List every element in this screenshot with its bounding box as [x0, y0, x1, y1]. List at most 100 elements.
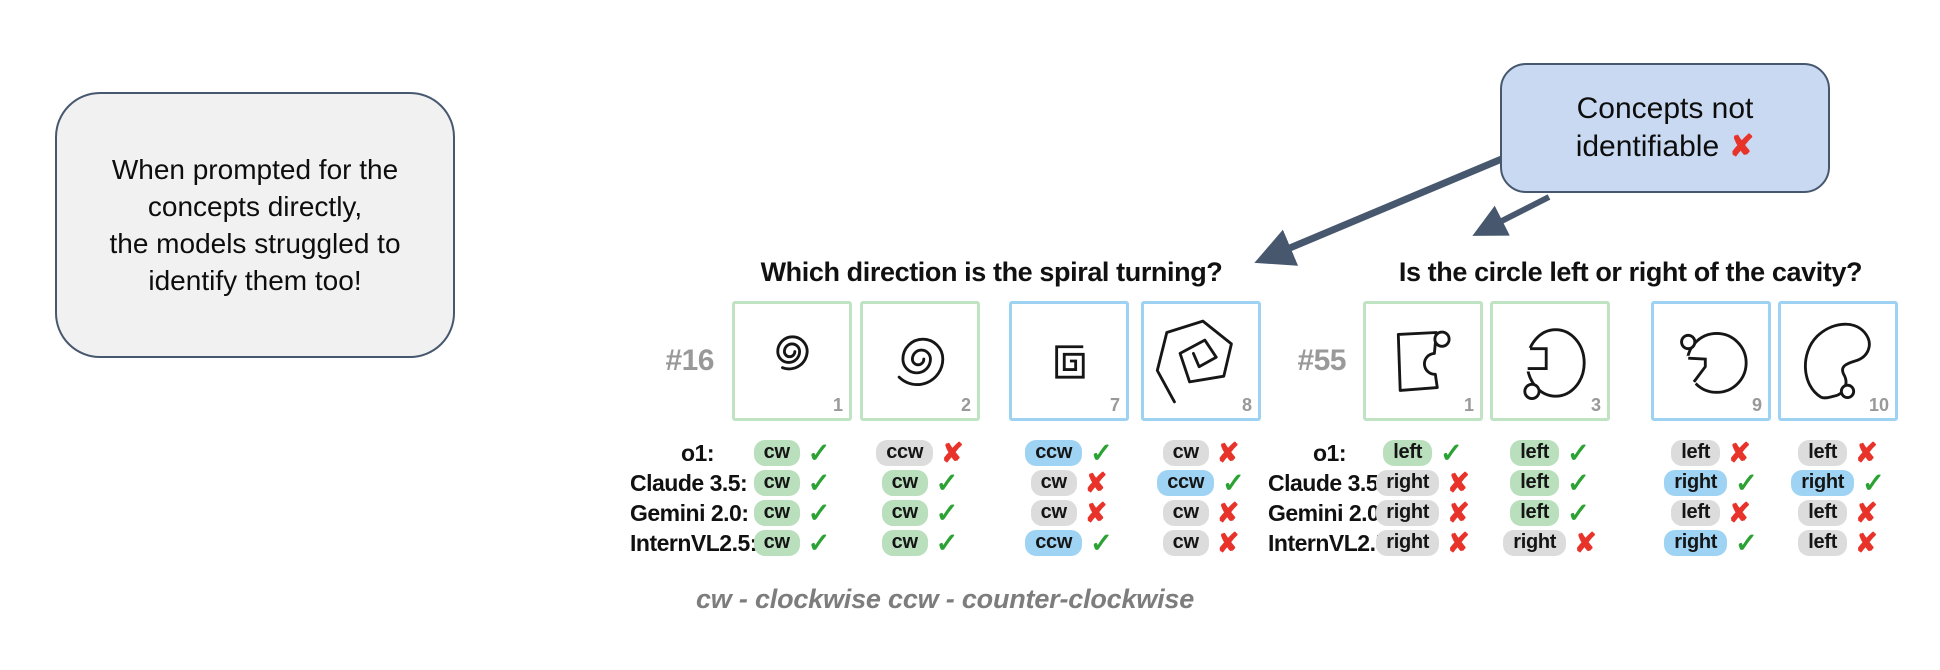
- answer-row-gemini: Gemini 2.0: cw ✓ cw ✓ cw ✘ cw ✘: [630, 498, 1310, 528]
- cavity-images-row: #55 1 3 9: [1268, 300, 1928, 422]
- model-label-gemini: Gemini 2.0:: [630, 499, 749, 526]
- answer-mark: ✓: [807, 498, 831, 528]
- answer-row-gemini: Gemini 2.0: right ✘ left ✓ left ✘ left ✘: [1268, 498, 1928, 528]
- callout-line-2-text: identifiable: [1575, 130, 1720, 163]
- panel-cavity: Is the circle left or right of the cavit…: [1268, 256, 1928, 558]
- arrow-to-cavity-question: [1472, 194, 1551, 236]
- answer-row-o1: o1: cw ✓ ccw ✘ ccw ✓ cw ✘: [630, 438, 1310, 468]
- answer-cell: right ✘: [1363, 469, 1483, 497]
- answer-mark: ✓: [935, 528, 959, 558]
- notched-ellipse-icon: [1520, 328, 1586, 400]
- answer-mark: ✓: [1567, 468, 1590, 498]
- answer-mark: ✓: [807, 528, 831, 558]
- answer-cell: left ✓: [1363, 439, 1483, 467]
- answer-mark: ✘: [1855, 498, 1878, 528]
- answer-cell: cw ✘: [1141, 439, 1261, 467]
- callout-line-1: Concepts not: [1576, 92, 1754, 125]
- answer-mark: ✘: [941, 438, 964, 468]
- answer-mark: ✘: [1728, 498, 1751, 528]
- answer-cell: cw ✓: [732, 499, 852, 527]
- speech-bubble: When prompted for the concepts directly,…: [55, 92, 455, 358]
- answer-cell: cw ✓: [860, 499, 980, 527]
- answer-cell: left ✘: [1778, 439, 1898, 467]
- answer-mark: ✘: [1447, 498, 1470, 528]
- answer-mark: ✓: [935, 498, 959, 528]
- answer-row-claude: Claude 3.5: cw ✓ cw ✓ cw ✘ ccw ✓: [630, 468, 1310, 498]
- panel-spiral: Which direction is the spiral turning? #…: [630, 256, 1310, 558]
- answer-cell: left ✓: [1490, 469, 1610, 497]
- answer-mark: ✘: [1447, 468, 1470, 498]
- answer-chip: right: [1664, 470, 1728, 496]
- answer-chip: right: [1791, 470, 1855, 496]
- answer-cell: cw ✓: [732, 439, 852, 467]
- answer-mark: ✓: [807, 468, 831, 498]
- answer-row-o1: o1: left ✓ left ✓ left ✘ left ✘: [1268, 438, 1928, 468]
- answer-cell: right ✘: [1363, 529, 1483, 557]
- answer-row-claude: Claude 3.5: right ✘ left ✓ right ✓ right…: [1268, 468, 1928, 498]
- answer-mark: ✓: [1090, 528, 1113, 558]
- image-number: 2: [960, 395, 971, 415]
- answer-row-internvl: InternVL2.5: right ✘ right ✘ right ✓ lef…: [1268, 528, 1928, 558]
- answer-chip: left: [1798, 530, 1848, 556]
- image-number: 7: [1109, 395, 1120, 415]
- answer-chip: right: [1664, 530, 1728, 556]
- answer-mark: ✘: [1855, 528, 1878, 558]
- answer-chip: ccw: [1025, 530, 1083, 556]
- answer-mark: ✓: [1567, 498, 1590, 528]
- model-label-gemini: Gemini 2.0:: [1268, 499, 1387, 526]
- round-spiral-small-icon: [776, 335, 809, 371]
- image-box-cavity-10: 10: [1778, 301, 1898, 421]
- answer-cell: ccw ✓: [1009, 439, 1129, 467]
- answer-chip: left: [1671, 500, 1721, 526]
- model-label-internvl: InternVL2.5:: [630, 529, 757, 556]
- notched-bean-icon: [1803, 322, 1871, 400]
- answer-chip: left: [1510, 440, 1560, 466]
- image-box-spiral-2: 2: [860, 301, 980, 421]
- arrow-to-spiral-question: [1254, 149, 1518, 266]
- answer-mark: ✓: [1090, 438, 1113, 468]
- answer-chip: cw: [881, 530, 928, 556]
- answer-mark: ✘: [1216, 498, 1240, 528]
- answer-cell: cw ✘: [1141, 529, 1261, 557]
- answer-cell: cw ✓: [860, 469, 980, 497]
- answer-mark: ✓: [1222, 468, 1245, 498]
- set-id-55: #55: [1297, 344, 1346, 377]
- answer-mark: ✓: [1440, 438, 1463, 468]
- pentagon-spiral-icon: [1155, 319, 1233, 404]
- answer-cell: left ✓: [1490, 499, 1610, 527]
- callout-line-2: identifiable ✘: [1576, 128, 1755, 166]
- red-cross-icon: ✘: [1729, 130, 1755, 163]
- callout-box: Concepts not identifiable ✘: [1500, 63, 1830, 193]
- answer-cell: cw ✘: [1141, 499, 1261, 527]
- image-box-cavity-1: 1: [1363, 301, 1483, 421]
- answer-cell: cw ✓: [732, 469, 852, 497]
- image-number: 1: [1463, 395, 1474, 415]
- answer-mark: ✘: [1728, 438, 1751, 468]
- answer-mark: ✘: [1084, 498, 1108, 528]
- answer-mark: ✘: [1216, 438, 1240, 468]
- answer-cell: right ✘: [1363, 499, 1483, 527]
- model-label-internvl: InternVL2.5:: [1268, 529, 1395, 556]
- image-box-spiral-7: 7: [1009, 301, 1129, 421]
- answer-mark: ✓: [1735, 528, 1758, 558]
- image-box-cavity-3: 3: [1490, 301, 1610, 421]
- answer-mark: ✘: [1084, 468, 1108, 498]
- notched-rectangle-icon: [1396, 330, 1451, 392]
- answer-chip: right: [1376, 470, 1440, 496]
- answer-chip: cw: [1162, 530, 1209, 556]
- answer-mark: ✓: [935, 468, 959, 498]
- answer-chip: left: [1510, 470, 1560, 496]
- answer-cell: right ✓: [1651, 469, 1771, 497]
- image-box-spiral-1: 1: [732, 301, 852, 421]
- answer-chip: left: [1383, 440, 1433, 466]
- answer-cell: cw ✓: [732, 529, 852, 557]
- answer-chip: ccw: [1157, 470, 1215, 496]
- speech-bubble-line: the models struggled to: [109, 228, 401, 259]
- answer-cell: left ✓: [1490, 439, 1610, 467]
- answer-mark: ✘: [1855, 438, 1878, 468]
- answer-chip: right: [1376, 530, 1440, 556]
- square-spiral-icon: [1055, 345, 1085, 379]
- answer-chip: cw: [753, 440, 800, 466]
- model-label-o1: o1:: [681, 439, 715, 466]
- spiral-question-title: Which direction is the spiral turning?: [760, 257, 1223, 287]
